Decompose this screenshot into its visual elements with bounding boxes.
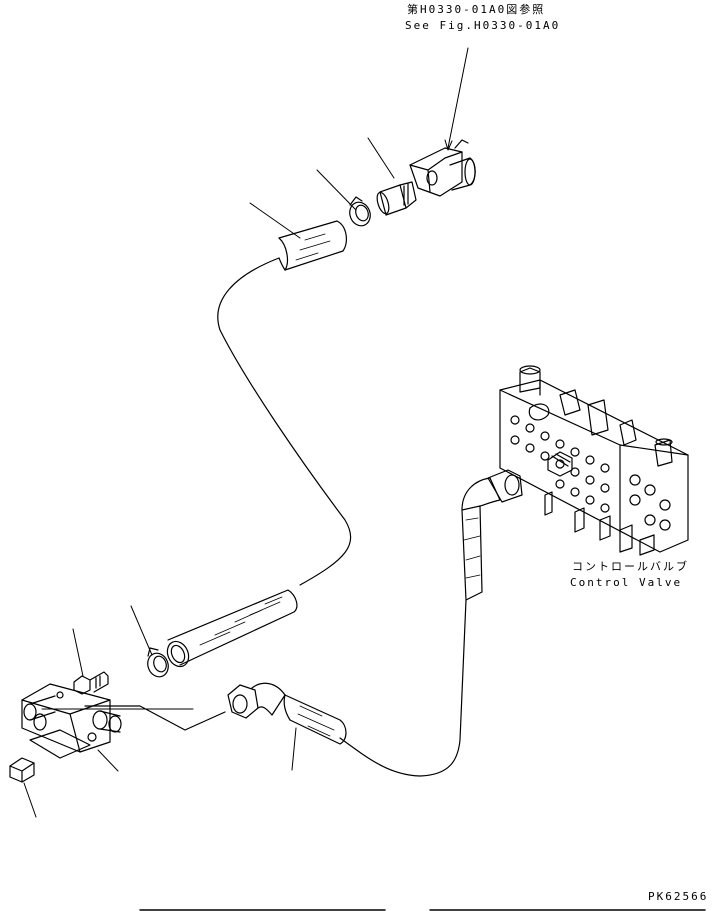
pipe-to-plate [85,706,225,730]
hose-line-lower [340,600,466,776]
leader-lines [24,48,468,817]
cap-plug [10,758,34,782]
valve-elbow-fitting [462,470,522,510]
mounting-plate [22,684,110,758]
control-valve-label-en: Control Valve [570,576,683,589]
upper-connector-block [410,140,475,196]
control-valve-ports [511,416,670,530]
drawing-code: PK62566 [648,890,709,903]
control-valve-label-jp: コントロールバルブ [572,560,689,573]
lower-hose-clamp [144,648,171,680]
valve-hose-sleeve [462,506,482,600]
upper-fitting [375,182,416,215]
mounting-bolt [74,672,108,694]
hose-line [218,258,351,585]
upper-hose-sleeve [279,221,346,270]
upper-hose-clamp [346,197,373,229]
lower-elbow-fitting [228,683,285,718]
lower-hose-sleeve [163,590,296,670]
reference-label-jp: 第H0330-01A0図参照 [407,3,546,16]
reference-label-en: See Fig.H0330-01A0 [405,19,561,32]
control-valve-spools [520,366,672,476]
control-valve-bottom-stubs [545,492,654,555]
plate-fittings [24,696,121,732]
elbow-hose-sleeve [284,695,346,744]
